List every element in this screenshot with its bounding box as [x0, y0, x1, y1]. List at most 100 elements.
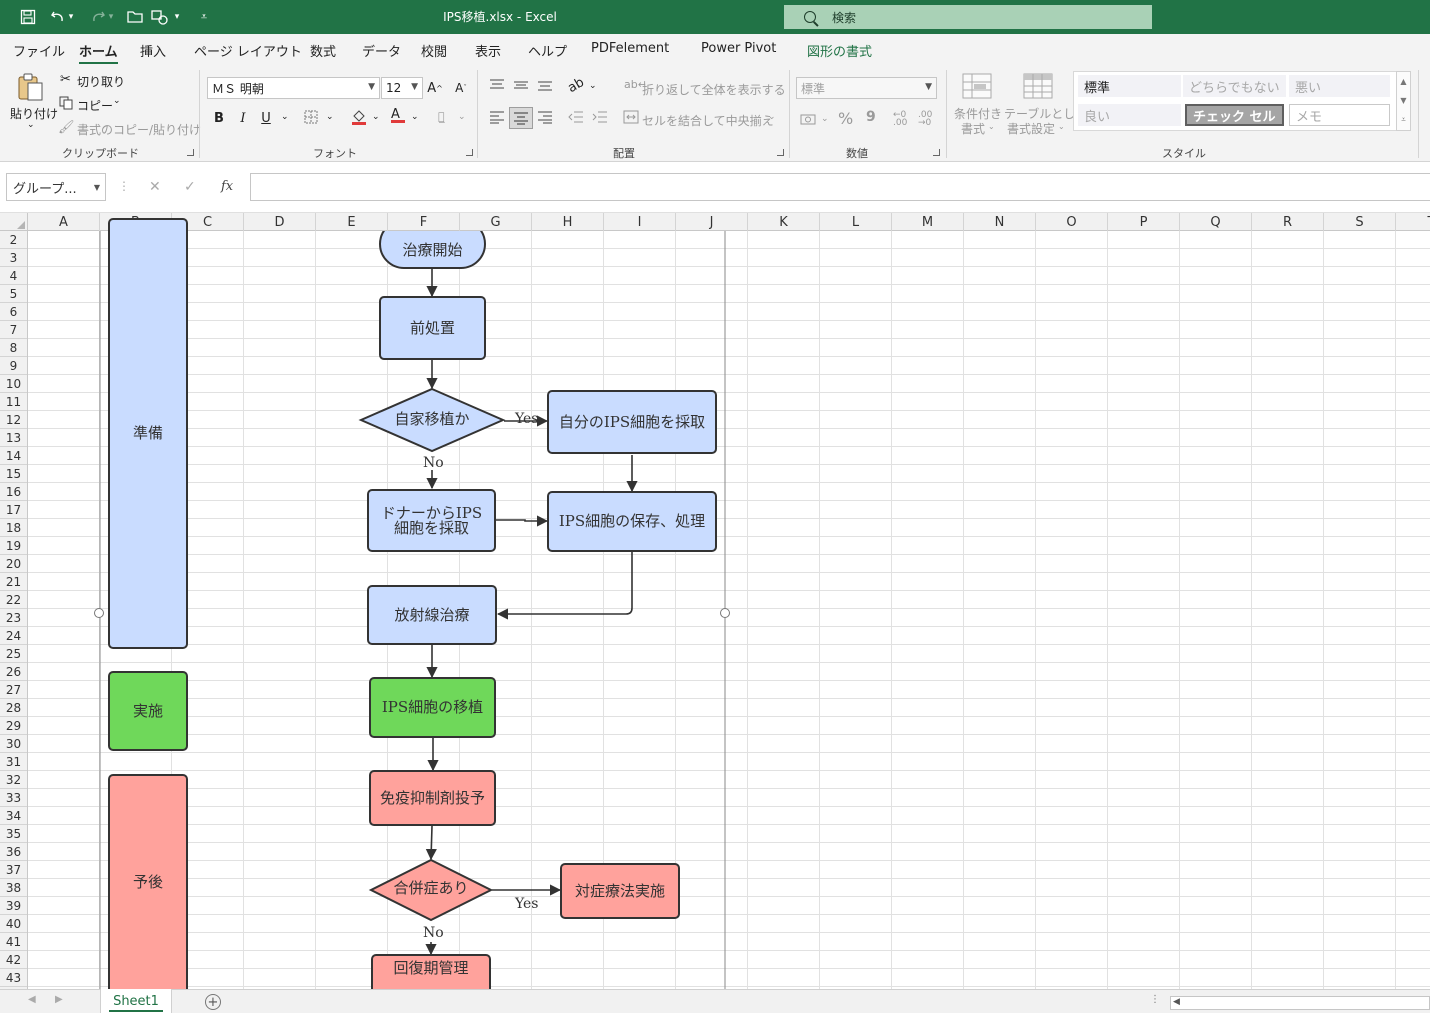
row-header-9[interactable]: 9 — [0, 357, 27, 375]
column-header-e[interactable]: E — [316, 213, 388, 231]
orientation-dropdown-icon[interactable]: ⌄ — [589, 81, 597, 91]
underline-button[interactable]: U — [261, 110, 271, 126]
search-box[interactable]: 検索 — [784, 5, 1152, 29]
row-header-42[interactable]: 42 — [0, 951, 27, 969]
column-header-d[interactable]: D — [244, 213, 316, 231]
row-header-32[interactable]: 32 — [0, 771, 27, 789]
phase-exec[interactable]: 実施 — [108, 671, 188, 751]
chevron-up-icon[interactable]: ▲ — [1400, 77, 1407, 86]
font-color-dropdown-icon[interactable]: ⌄ — [411, 112, 419, 122]
tab-file[interactable]: ファイル — [13, 45, 66, 60]
alignment-launcher-icon[interactable] — [777, 149, 784, 156]
row-header-19[interactable]: 19 — [0, 537, 27, 555]
grow-font-icon[interactable]: A^ — [427, 80, 443, 96]
radiation-node[interactable]: 放射線治療 — [367, 585, 497, 645]
comma-button[interactable]: 9 — [866, 109, 876, 125]
row-header-38[interactable]: 38 — [0, 879, 27, 897]
row-header-31[interactable]: 31 — [0, 753, 27, 771]
accounting-format-icon[interactable] — [800, 112, 816, 129]
scroll-left-icon[interactable]: ◀ — [1173, 997, 1180, 1007]
increase-indent-icon[interactable] — [592, 110, 608, 127]
row-header-8[interactable]: 8 — [0, 339, 27, 357]
customize-toolbar-icon[interactable]: ⩡ — [200, 10, 208, 23]
donor-cells-node[interactable]: ドナーからIPS 細胞を採取 — [367, 489, 496, 552]
column-header-r[interactable]: R — [1252, 213, 1324, 231]
percent-button[interactable]: % — [838, 109, 854, 128]
tab-help[interactable]: ヘルプ — [528, 45, 568, 60]
underline-dropdown-icon[interactable]: ⌄ — [281, 112, 289, 122]
tab-pdfelement[interactable]: PDFelement — [591, 41, 670, 56]
table-format-dropdown-icon[interactable]: ⌄ — [1058, 122, 1065, 131]
table-format-label-2[interactable]: 書式設定 — [1007, 122, 1056, 136]
add-sheet-icon[interactable]: + — [205, 994, 221, 1010]
transplant-node[interactable]: IPS細胞の移植 — [369, 677, 496, 738]
clipboard-launcher-icon[interactable] — [187, 149, 194, 156]
column-header-t[interactable]: T — [1396, 213, 1430, 231]
orientation-icon[interactable]: ab — [565, 74, 587, 97]
row-header-24[interactable]: 24 — [0, 627, 27, 645]
wrap-text-button[interactable]: 折り返して全体を表示する — [642, 83, 786, 97]
accounting-dropdown-icon[interactable]: ⌄ — [821, 114, 829, 124]
row-header-22[interactable]: 22 — [0, 591, 27, 609]
tab-page-layout[interactable]: ページ レイアウト — [194, 45, 302, 60]
sheet-prev-icon[interactable]: ◀ — [28, 994, 36, 1005]
column-header-c[interactable]: C — [172, 213, 244, 231]
decrease-indent-icon[interactable] — [568, 110, 584, 127]
borders-dropdown-icon[interactable]: ⌄ — [326, 112, 334, 122]
conditional-dropdown-icon[interactable]: ⌄ — [988, 122, 995, 131]
tab-data[interactable]: データ — [362, 45, 402, 60]
row-header-20[interactable]: 20 — [0, 555, 27, 573]
row-header-27[interactable]: 27 — [0, 681, 27, 699]
row-header-28[interactable]: 28 — [0, 699, 27, 717]
row-header-10[interactable]: 10 — [0, 375, 27, 393]
column-header-l[interactable]: L — [820, 213, 892, 231]
enter-icon[interactable]: ✓ — [184, 179, 196, 195]
select-all-button[interactable] — [0, 213, 28, 231]
align-center-icon[interactable] — [509, 107, 533, 129]
sheet-tab-sheet1[interactable]: Sheet1 — [100, 989, 172, 1013]
row-header-21[interactable]: 21 — [0, 573, 27, 591]
row-header-4[interactable]: 4 — [0, 267, 27, 285]
font-size-select[interactable]: 12 ▼ — [381, 77, 423, 99]
row-header-40[interactable]: 40 — [0, 915, 27, 933]
row-header-41[interactable]: 41 — [0, 933, 27, 951]
merge-dropdown-icon[interactable]: ⌄ — [768, 112, 776, 122]
column-header-o[interactable]: O — [1036, 213, 1108, 231]
font-launcher-icon[interactable] — [466, 149, 473, 156]
storage-node[interactable]: IPS細胞の保存、処理 — [547, 491, 717, 552]
column-header-s[interactable]: S — [1324, 213, 1396, 231]
row-header-2[interactable]: 2 — [0, 231, 27, 249]
number-launcher-icon[interactable] — [933, 149, 940, 156]
row-header-18[interactable]: 18 — [0, 519, 27, 537]
style-normal[interactable]: 標準 — [1078, 75, 1181, 97]
copy-button[interactable]: コピー — [77, 99, 114, 113]
recovery-node[interactable]: 回復期管理 — [371, 954, 491, 989]
cut-button[interactable]: 切り取り — [77, 75, 126, 89]
horizontal-scrollbar[interactable]: ◀ — [1170, 996, 1430, 1010]
row-header-36[interactable]: 36 — [0, 843, 27, 861]
tab-split-handle-icon[interactable]: ⋮ — [1150, 994, 1160, 1005]
tab-home[interactable]: ホーム — [79, 41, 118, 65]
sheet-next-icon[interactable]: ▶ — [55, 994, 63, 1005]
cancel-icon[interactable]: ✕ — [149, 179, 161, 195]
paste-icon[interactable] — [14, 70, 48, 104]
column-header-q[interactable]: Q — [1180, 213, 1252, 231]
style-neutral[interactable]: どちらでもない — [1183, 75, 1286, 97]
column-header-m[interactable]: M — [892, 213, 964, 231]
chevron-down-icon[interactable]: ▼ — [93, 182, 100, 192]
column-header-h[interactable]: H — [532, 213, 604, 231]
column-header-j[interactable]: J — [676, 213, 748, 231]
format-painter-button[interactable]: 書式のコピー/貼り付け — [77, 123, 202, 137]
paste-button[interactable]: 貼り付け — [10, 107, 59, 121]
table-format-label-1[interactable]: テーブルとして — [1004, 107, 1087, 121]
row-header-25[interactable]: 25 — [0, 645, 27, 663]
fill-color-icon[interactable] — [351, 108, 367, 129]
tab-formulas[interactable]: 数式 — [310, 45, 337, 60]
conditional-format-label-1[interactable]: 条件付き — [954, 107, 1003, 121]
chevron-down-icon[interactable]: ▼ — [1400, 96, 1407, 105]
row-header-7[interactable]: 7 — [0, 321, 27, 339]
cell-grid[interactable] — [28, 231, 1430, 989]
row-header-13[interactable]: 13 — [0, 429, 27, 447]
align-left-icon[interactable] — [489, 110, 505, 127]
